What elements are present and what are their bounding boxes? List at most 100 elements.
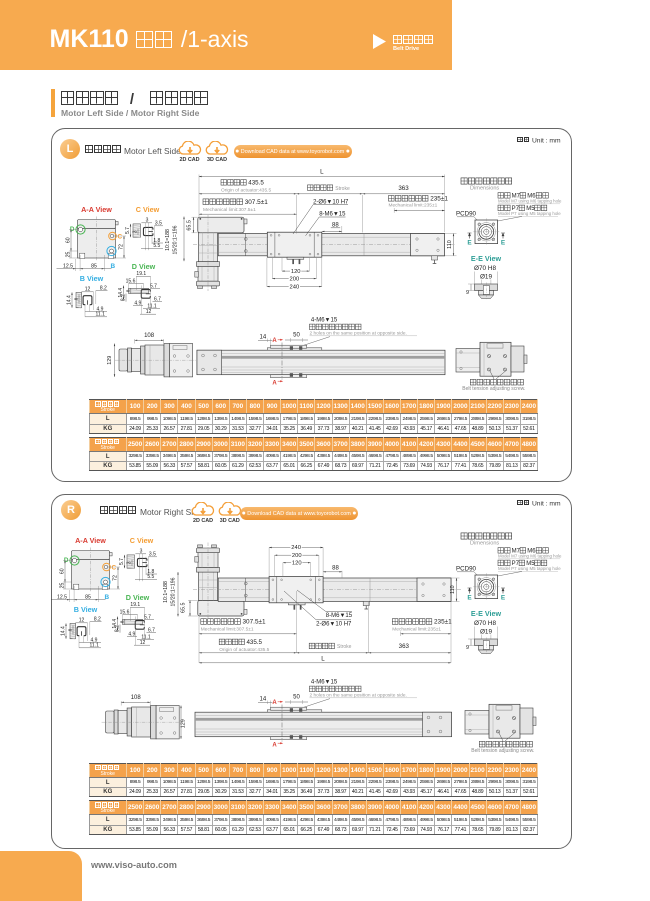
svg-text:307.5±1: 307.5±1 <box>245 199 268 206</box>
svg-text:307.5±1: 307.5±1 <box>243 619 266 626</box>
svg-text:19.1: 19.1 <box>136 271 146 277</box>
svg-text:72: 72 <box>119 244 125 250</box>
svg-text:6.7: 6.7 <box>148 627 155 633</box>
svg-text:A-A View: A-A View <box>81 205 112 214</box>
svg-text:6.7: 6.7 <box>154 296 161 302</box>
svg-text:200: 200 <box>290 276 300 282</box>
svg-text:235±1: 235±1 <box>434 619 452 626</box>
svg-text:8.2: 8.2 <box>94 616 101 622</box>
svg-text:5.5: 5.5 <box>153 243 160 249</box>
svg-text:E: E <box>467 240 472 247</box>
svg-text:3: 3 <box>146 217 149 223</box>
svg-text:Stroke: Stroke <box>337 644 352 650</box>
svg-text:Model P7 using M5 tapping hole: Model P7 using M5 tapping hole <box>498 211 561 216</box>
svg-text:D View: D View <box>132 262 156 271</box>
svg-text:3.5: 3.5 <box>149 552 156 558</box>
svg-text:65.5: 65.5 <box>181 602 187 613</box>
svg-text:11.1: 11.1 <box>141 635 151 641</box>
svg-text:25: 25 <box>60 583 66 589</box>
svg-text:240: 240 <box>291 545 301 551</box>
svg-text:5.7: 5.7 <box>144 614 151 620</box>
svg-text:B: B <box>104 594 109 601</box>
svg-text:363: 363 <box>399 643 410 650</box>
svg-text:A: A <box>272 338 277 344</box>
svg-text:85: 85 <box>91 264 97 270</box>
svg-text:Ø70 H8: Ø70 H8 <box>474 265 496 272</box>
svg-text:B View: B View <box>80 274 104 283</box>
svg-text:9: 9 <box>466 290 469 296</box>
svg-text:1.8: 1.8 <box>153 238 160 244</box>
svg-text:14.4: 14.4 <box>118 288 124 298</box>
svg-text:P7: P7 <box>512 561 520 567</box>
svg-text:2-Ø6▼10 H7: 2-Ø6▼10 H7 <box>316 621 352 627</box>
svg-text:Stroke: Stroke <box>335 186 350 192</box>
svg-text:50: 50 <box>293 333 300 339</box>
svg-text:B: B <box>110 263 115 270</box>
svg-text:4-M6▼15: 4-M6▼15 <box>311 318 338 324</box>
svg-text:Mechanical limit:235±1: Mechanical limit:235±1 <box>389 202 438 208</box>
svg-text:Dimensions: Dimensions <box>470 186 499 192</box>
svg-text:Mechanical limit:307.5±1: Mechanical limit:307.5±1 <box>203 207 256 213</box>
svg-text:L: L <box>321 655 325 662</box>
svg-text:435.5: 435.5 <box>248 180 264 187</box>
svg-text:60: 60 <box>66 237 72 243</box>
svg-text:85: 85 <box>85 595 91 601</box>
svg-text:M5: M5 <box>526 206 535 212</box>
svg-text:11.1: 11.1 <box>90 643 100 649</box>
svg-text:120: 120 <box>291 269 301 275</box>
svg-text:Mechanical limit:307.5±1: Mechanical limit:307.5±1 <box>201 627 254 633</box>
svg-text:E: E <box>501 595 506 602</box>
svg-text:88: 88 <box>332 565 339 571</box>
svg-text:25: 25 <box>66 252 72 258</box>
svg-text:2 holes on the same position a: 2 holes on the same position at opposite… <box>310 692 407 698</box>
svg-text:5.7: 5.7 <box>150 283 157 289</box>
svg-text:11.1: 11.1 <box>96 312 106 318</box>
svg-text:Mechanical limit:235±1: Mechanical limit:235±1 <box>392 627 441 633</box>
svg-text:C View: C View <box>136 205 160 214</box>
svg-text:129: 129 <box>181 719 187 728</box>
svg-text:110: 110 <box>450 585 456 594</box>
svg-text:120: 120 <box>292 560 302 566</box>
svg-text:M6: M6 <box>527 549 536 555</box>
svg-text:15/20:1=196: 15/20:1=196 <box>173 225 179 254</box>
svg-text:88: 88 <box>332 222 339 228</box>
svg-text:12: 12 <box>146 309 152 315</box>
svg-text:A-A View: A-A View <box>75 536 106 545</box>
svg-text:Origin of actuator:435.5: Origin of actuator:435.5 <box>219 647 269 653</box>
svg-text:2 holes on the same position a: 2 holes on the same position at opposite… <box>310 330 407 336</box>
svg-text:4-M6▼15: 4-M6▼15 <box>311 680 338 686</box>
svg-text:Ø19: Ø19 <box>480 628 493 635</box>
svg-text:A: A <box>272 700 277 706</box>
svg-text:Belt tension adjusting screw.: Belt tension adjusting screw. <box>471 748 534 754</box>
svg-text:PCD90: PCD90 <box>456 211 477 218</box>
svg-text:240: 240 <box>290 284 300 290</box>
svg-text:Model M7 using M6 tapping hole: Model M7 using M6 tapping hole <box>498 199 562 204</box>
svg-text:14: 14 <box>260 335 267 341</box>
svg-text:1.8: 1.8 <box>147 569 154 575</box>
svg-text:M5: M5 <box>526 561 535 567</box>
svg-text:Ø70 H8: Ø70 H8 <box>474 620 496 627</box>
svg-text:P7: P7 <box>512 206 520 212</box>
svg-text:A: A <box>272 742 277 748</box>
svg-text:9: 9 <box>466 645 469 651</box>
svg-text:110: 110 <box>447 240 453 249</box>
svg-text:Ø19: Ø19 <box>480 273 493 280</box>
svg-text:12: 12 <box>79 617 85 623</box>
svg-text:5.7: 5.7 <box>125 227 131 234</box>
svg-text:M6: M6 <box>527 194 536 200</box>
svg-text:8.2: 8.2 <box>100 285 107 291</box>
svg-text:435.5: 435.5 <box>246 639 262 646</box>
svg-text:E: E <box>501 240 506 247</box>
svg-text:12.5: 12.5 <box>57 595 67 601</box>
svg-text:3: 3 <box>133 230 139 233</box>
svg-text:12.5: 12.5 <box>63 264 73 270</box>
svg-text:B View: B View <box>74 605 98 614</box>
svg-text:8.2: 8.2 <box>115 625 121 632</box>
svg-text:4.9: 4.9 <box>134 300 141 306</box>
svg-text:4.9: 4.9 <box>128 631 135 637</box>
svg-text:D View: D View <box>126 593 150 602</box>
svg-text:C View: C View <box>130 536 154 545</box>
svg-text:4.9: 4.9 <box>97 306 104 312</box>
svg-text:M7: M7 <box>512 194 521 200</box>
svg-text:19.1: 19.1 <box>130 602 140 608</box>
